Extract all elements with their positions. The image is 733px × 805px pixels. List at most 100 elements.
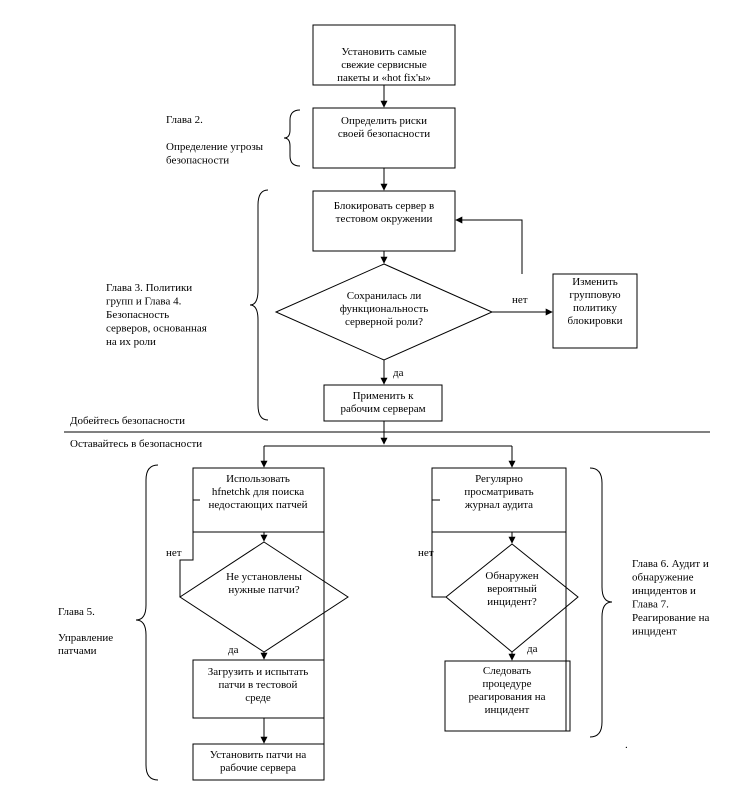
text-line: Не установлены [226, 571, 302, 583]
text-line: Следовать [483, 665, 531, 677]
text-line: недостающих патчей [208, 499, 307, 511]
text-line: просматривать [464, 486, 533, 498]
text-line: реагирования на [468, 691, 545, 703]
brace-chapter-6-7 [589, 467, 613, 738]
text-line: групповую [569, 289, 620, 301]
text-line: рабочие сервера [220, 762, 296, 774]
text-line: среде [245, 692, 271, 704]
text-line: серверов, основанная [106, 323, 207, 335]
brace-chapter-5 [135, 464, 159, 781]
text-line [166, 128, 169, 140]
edge-label-no-left: нет [166, 547, 182, 559]
text-line: Установить патчи на [210, 749, 307, 761]
text-line: пакеты и «hot fix'ы» [337, 72, 431, 84]
annotation-chapter-2: Глава 2. Определение угрозы безопасности [166, 114, 264, 167]
text-line: Реагирование на [632, 612, 709, 624]
text-line: Глава 6. Аудит и [632, 558, 709, 570]
text-line: своей безопасности [338, 128, 430, 140]
text-line: Глава 7. [632, 599, 669, 611]
text-line: серверной роли? [345, 316, 423, 328]
text-line: Изменить [572, 276, 618, 288]
text-line: журнал аудита [464, 499, 533, 511]
text-line: процедуре [483, 678, 532, 690]
text-line: Применить к [353, 390, 415, 402]
text-line: политику [573, 302, 618, 314]
text-line: инцидентов и [632, 585, 696, 597]
brace-chapter-2 [283, 109, 301, 167]
text-line: Глава 5. [58, 606, 95, 618]
text-line: свежие сервисные [341, 59, 427, 71]
text-line: Загрузить и испытать [208, 666, 309, 678]
text-line: инцидент [485, 704, 530, 716]
text-line: вероятный [487, 583, 537, 595]
text-line: инцидент [632, 626, 677, 638]
text-line: Определение угрозы [166, 141, 264, 153]
text-line: на их роли [106, 336, 156, 348]
text-line [58, 619, 61, 631]
text-line: Регулярно [475, 473, 523, 485]
text-line: Обнаружен [485, 570, 538, 582]
text-line: патчи в тестовой [219, 679, 298, 691]
text-line: Установить самые [341, 46, 426, 58]
stray-mark: . [625, 739, 628, 751]
text-line: hfnetchk для поиска [212, 486, 304, 498]
text-line: Безопасность [106, 309, 169, 321]
text-line: безопасности [166, 155, 229, 167]
text-line: Определить риски [341, 115, 427, 127]
annotation-chapter-3-4: Глава 3. Политики групп и Глава 4.Безопас… [106, 282, 207, 348]
text-line: патчами [58, 645, 97, 657]
text-line: Сохранилась ли [347, 290, 422, 302]
text-line: Глава 2. [166, 114, 203, 126]
edge-label-no-right: нет [418, 547, 434, 559]
text-line: рабочим серверам [340, 403, 425, 415]
edge-label-yes-left: да [228, 644, 239, 656]
text-line: тестовом окружении [336, 213, 433, 225]
text-line: Блокировать сервер в [334, 200, 434, 212]
text-line: блокировки [568, 315, 623, 327]
separator-bottom-label: Оставайтесь в безопасности [70, 438, 202, 450]
edge-label-no-1: нет [512, 294, 528, 306]
edge-label-yes-1: да [393, 367, 404, 379]
text-line: функциональность [340, 303, 429, 315]
connectors [179, 85, 567, 744]
brace-chapter-3-4 [249, 189, 269, 421]
text-line: обнаружение [632, 572, 694, 584]
edge-label-yes-right: да [527, 643, 538, 655]
phase-separator: Добейтесь безопасности Оставайтесь в без… [64, 415, 710, 450]
text-line: Управление [58, 632, 113, 644]
separator-top-label: Добейтесь безопасности [70, 415, 185, 427]
text-line: Глава 3. Политики [106, 282, 192, 294]
text-line: групп и Глава 4. [106, 296, 182, 308]
text-line: нужные патчи? [228, 584, 299, 596]
text-line: Использовать [226, 473, 290, 485]
